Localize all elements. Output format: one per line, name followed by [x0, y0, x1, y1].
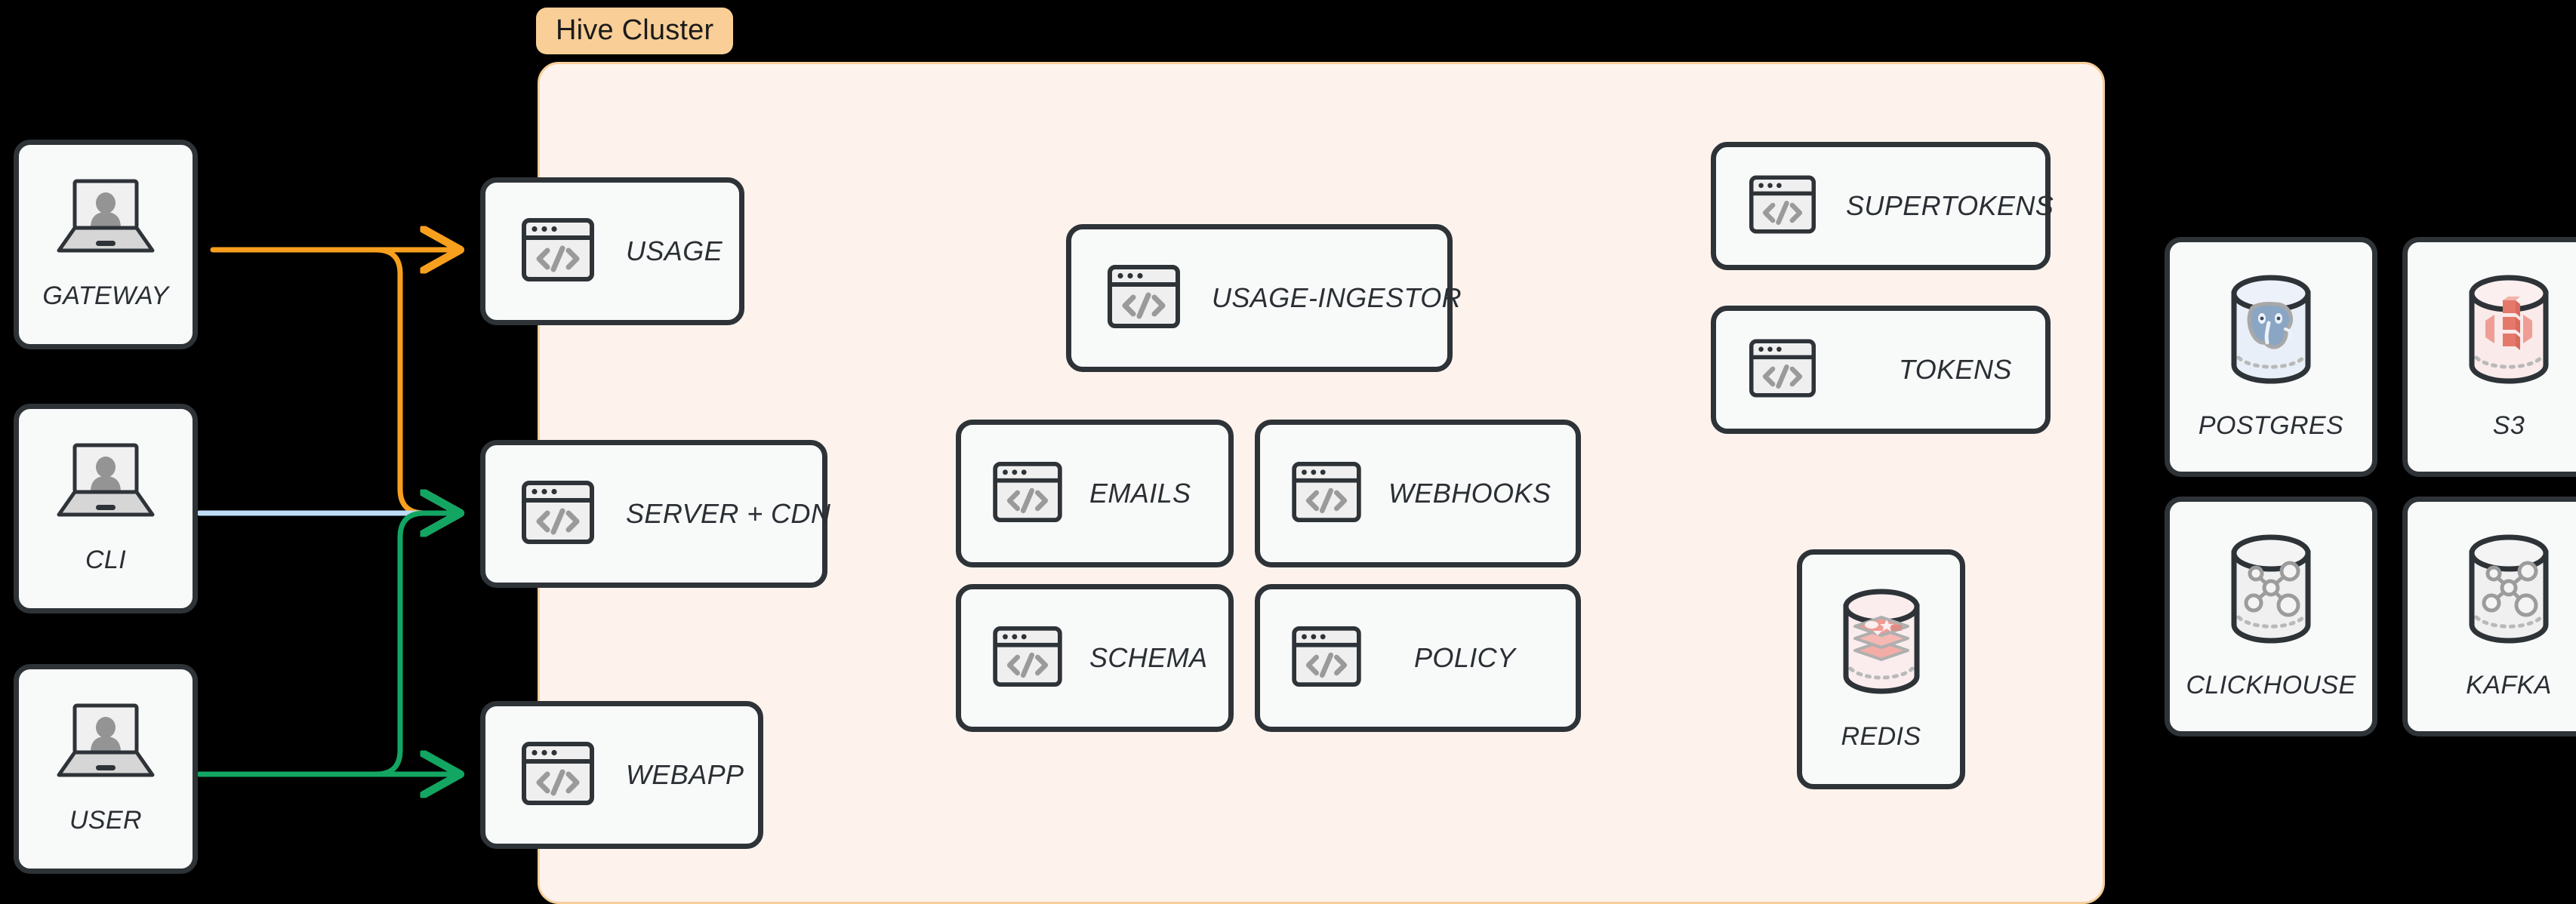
- service-node-usage[interactable]: USAGE: [480, 177, 744, 325]
- client-node-gateway[interactable]: GATEWAY: [14, 140, 198, 349]
- laptop-user-icon: [49, 178, 162, 262]
- service-label-emails: EMAILS: [1089, 478, 1191, 509]
- service-node-server-cdn[interactable]: SERVER + CDN: [480, 440, 831, 588]
- client-node-cli[interactable]: CLI: [14, 404, 198, 613]
- code-window-icon: [1292, 461, 1361, 526]
- datastore-node-clickhouse[interactable]: CLICKHOUSE: [2165, 497, 2377, 736]
- redis-database-icon: [1832, 587, 1930, 703]
- client-label-gateway: GATEWAY: [42, 281, 169, 310]
- service-label-webapp: WEBAPP: [626, 759, 744, 790]
- laptop-user-icon: [49, 703, 162, 786]
- generic-database-icon: [2219, 533, 2323, 651]
- service-node-supertokens[interactable]: SUPERTOKENS: [1711, 142, 2054, 270]
- code-window-icon: [1749, 339, 1816, 401]
- edge-gateway-to-server-cdn: [373, 247, 453, 513]
- datastore-label-postgres: POSTGRES: [2198, 411, 2344, 440]
- service-label-usage-ingestor: USAGE-INGESTOR: [1212, 282, 1462, 313]
- service-label-tokens: TOKENS: [1899, 354, 2012, 385]
- service-label-webhooks: WEBHOOKS: [1388, 478, 1551, 509]
- code-window-icon: [522, 217, 594, 285]
- datastore-node-redis[interactable]: REDIS: [1797, 549, 1965, 789]
- edge-user-to-server-cdn: [373, 513, 453, 777]
- service-label-supertokens: SUPERTOKENS: [1846, 190, 2054, 221]
- service-node-emails[interactable]: EMAILS: [956, 420, 1234, 567]
- service-label-policy: POLICY: [1414, 642, 1516, 673]
- datastore-label-redis: REDIS: [1841, 722, 1921, 751]
- laptop-user-icon: [49, 442, 162, 526]
- code-window-icon: [522, 741, 594, 809]
- postgres-database-icon: [2219, 273, 2323, 392]
- generic-database-icon: [2457, 533, 2561, 651]
- service-node-webapp[interactable]: WEBAPP: [480, 701, 763, 849]
- service-node-tokens[interactable]: TOKENS: [1711, 306, 2051, 434]
- service-label-schema: SCHEMA: [1089, 642, 1208, 673]
- s3-database-icon: [2457, 273, 2561, 392]
- datastore-node-kafka[interactable]: KAFKA: [2402, 497, 2576, 736]
- code-window-icon: [522, 480, 594, 548]
- service-label-server-cdn: SERVER + CDN: [626, 498, 831, 529]
- code-window-icon: [1108, 264, 1180, 332]
- code-window-icon: [1292, 626, 1361, 690]
- code-window-icon: [993, 461, 1062, 526]
- service-node-schema[interactable]: SCHEMA: [956, 584, 1234, 732]
- client-node-user[interactable]: USER: [14, 664, 198, 874]
- client-label-user: USER: [69, 806, 143, 835]
- datastore-label-clickhouse: CLICKHOUSE: [2186, 671, 2356, 700]
- datastore-label-s3: S3: [2492, 411, 2525, 440]
- code-window-icon: [1749, 175, 1816, 238]
- service-node-usage-ingestor[interactable]: USAGE-INGESTOR: [1066, 224, 1462, 372]
- datastore-node-postgres[interactable]: POSTGRES: [2165, 237, 2377, 477]
- service-node-webhooks[interactable]: WEBHOOKS: [1255, 420, 1581, 567]
- datastore-node-s3[interactable]: S3: [2402, 237, 2576, 477]
- client-label-cli: CLI: [85, 546, 127, 574]
- hive-cluster-label: Hive Cluster: [536, 8, 734, 54]
- datastore-label-kafka: KAFKA: [2466, 671, 2552, 700]
- code-window-icon: [993, 626, 1062, 690]
- service-label-usage: USAGE: [626, 235, 723, 266]
- service-node-policy[interactable]: POLICY: [1255, 584, 1581, 732]
